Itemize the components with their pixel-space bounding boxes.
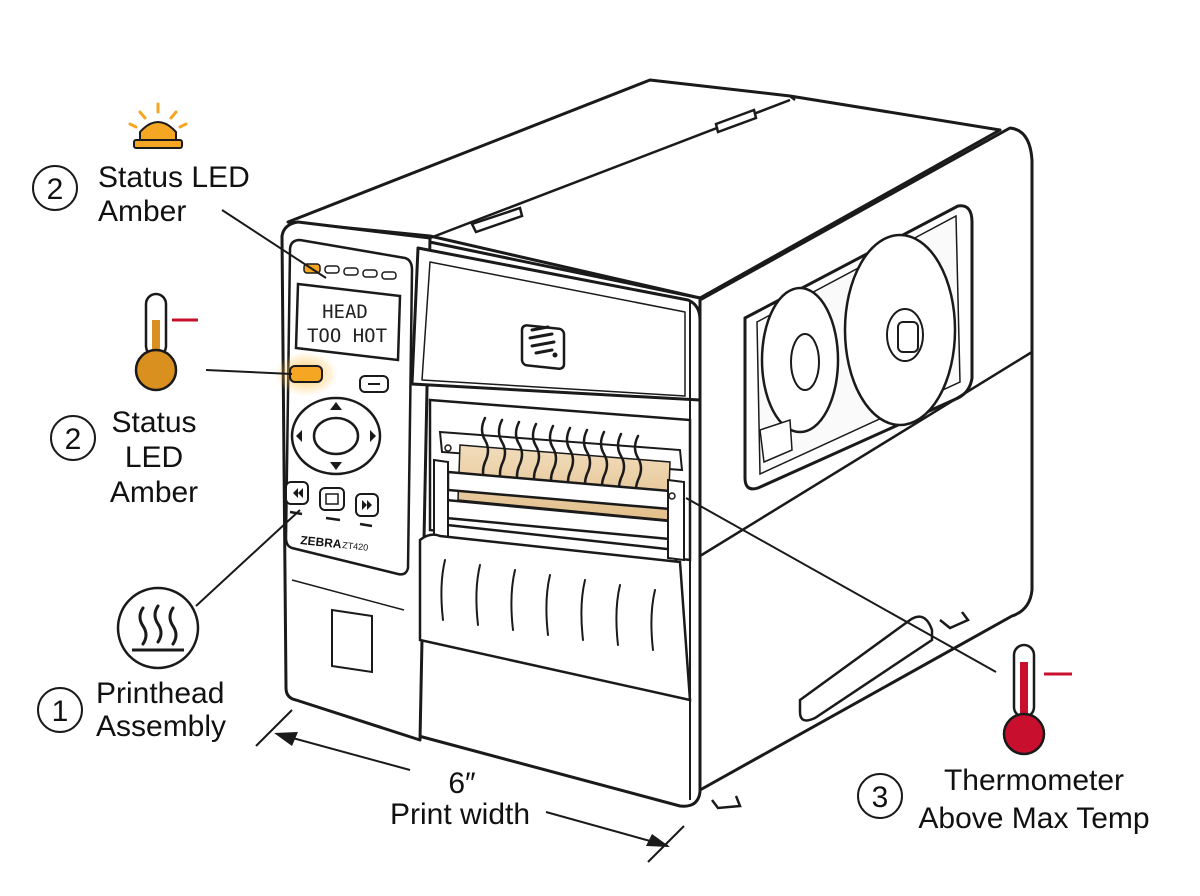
dimension-arrow-left <box>274 732 298 746</box>
print-width-dimension: 6″ Print width <box>255 709 685 863</box>
callout-number: 2 <box>47 173 64 206</box>
callout-number: 3 <box>872 781 889 814</box>
leader-thermometer <box>685 497 997 673</box>
column-access-door <box>331 608 373 674</box>
callout-label-line-3: Amber <box>110 476 198 509</box>
printer-top-lid <box>286 78 1002 300</box>
nav-up-button[interactable] <box>330 402 342 410</box>
lower-front-door <box>418 300 692 800</box>
thermometer-icon <box>1002 643 1072 756</box>
alarm-light-icon <box>128 102 188 149</box>
lcd-display <box>294 282 402 362</box>
lcd-line-1: HEAD <box>322 301 368 323</box>
callout-number: 1 <box>52 695 69 728</box>
dimension-label: Print width <box>390 798 530 831</box>
callout-label-line-2: LED <box>125 441 183 474</box>
nav-right-button[interactable] <box>370 430 376 442</box>
front-cover <box>410 246 702 402</box>
callout-number-circle <box>37 687 83 733</box>
callout-label-line-1: Status <box>111 406 196 439</box>
zebra-logo-icon <box>520 324 566 371</box>
callout-label-line-1: Printhead <box>96 677 224 710</box>
ok-button[interactable] <box>312 416 360 456</box>
callout-label-line-2: Above Max Temp <box>918 802 1149 835</box>
nav-down-button[interactable] <box>330 462 342 470</box>
media-window <box>743 204 974 491</box>
callout-thermometer: 3 Thermometer Above Max Temp <box>857 643 1150 835</box>
brand-model: ZT420 <box>342 540 369 553</box>
brand-name: ZEBRA <box>300 533 343 551</box>
bottom-buttons <box>285 481 379 528</box>
navigation-pad <box>290 396 382 476</box>
heat-waves-icon <box>116 586 200 670</box>
dimension-arrow-right <box>646 834 670 847</box>
pause-button[interactable] <box>319 487 345 511</box>
leader-lines <box>195 209 997 673</box>
callout-label-line-2: Assembly <box>96 710 226 743</box>
callout-top-led: 2 Status LED Amber <box>32 102 250 228</box>
callout-number: 2 <box>65 423 82 456</box>
callout-side-led: 2 Status LED Amber <box>50 292 198 509</box>
leader-top-led <box>221 209 327 279</box>
lcd-line-2: TOO HOT <box>307 325 387 347</box>
leader-side-led <box>205 369 293 375</box>
callout-printhead: 1 Printhead Assembly <box>37 586 226 743</box>
nav-left-button[interactable] <box>296 430 302 442</box>
callout-number-circle <box>50 415 96 461</box>
callout-label-line-2: Amber <box>98 195 186 228</box>
left-soft-key[interactable] <box>289 365 323 383</box>
callout-number-circle <box>32 165 78 211</box>
side-details <box>699 350 1033 810</box>
callout-label-line-1: Thermometer <box>944 764 1124 797</box>
callout-number-circle <box>857 773 903 819</box>
leader-printhead <box>195 509 301 607</box>
lid-details <box>429 95 796 240</box>
dimension-value: 6″ <box>448 767 476 800</box>
callout-label-line-1: Status LED <box>98 161 250 194</box>
control-panel: HEAD TOO HOT ZEBRA ZT420 <box>274 238 414 674</box>
thermometer-icon <box>134 292 198 392</box>
